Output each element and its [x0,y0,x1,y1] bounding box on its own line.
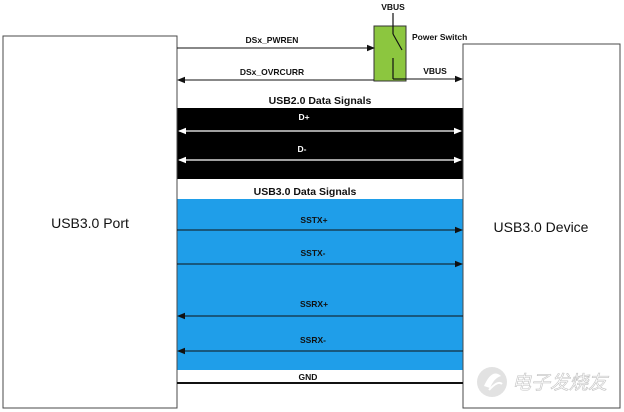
pwren-label: DSx_PWREN [246,35,299,45]
watermark-text: 电子发烧友 [512,372,609,394]
dplus-label: D+ [298,112,309,122]
ssrx-plus-label: SSRX+ [300,299,328,309]
usb2-band [177,108,463,179]
ovrcurr-label: DSx_OVRCURR [240,67,304,77]
usb2-title: USB2.0 Data Signals [269,95,372,107]
usb3-port-label: USB3.0 Port [51,215,129,231]
switch-icon [392,13,406,80]
vbus-out-label: VBUS [423,66,447,76]
usb3-device-box [462,43,621,409]
sstx-minus-label: SSTX- [300,248,325,258]
power-switch-label: Power Switch [412,32,467,42]
usb3-port-box [2,35,178,409]
sstx-plus-label: SSTX+ [300,215,327,225]
gnd-label: GND [299,372,318,382]
vbus-in-label: VBUS [381,2,405,12]
usb3-title: USB3.0 Data Signals [254,186,357,198]
power-switch-box [373,25,407,82]
watermark-logo [477,367,507,397]
ssrx-minus-label: SSRX- [300,335,326,345]
usb3-device-label: USB3.0 Device [494,219,589,235]
dminus-label: D- [298,144,307,154]
usb3-band [177,199,463,370]
